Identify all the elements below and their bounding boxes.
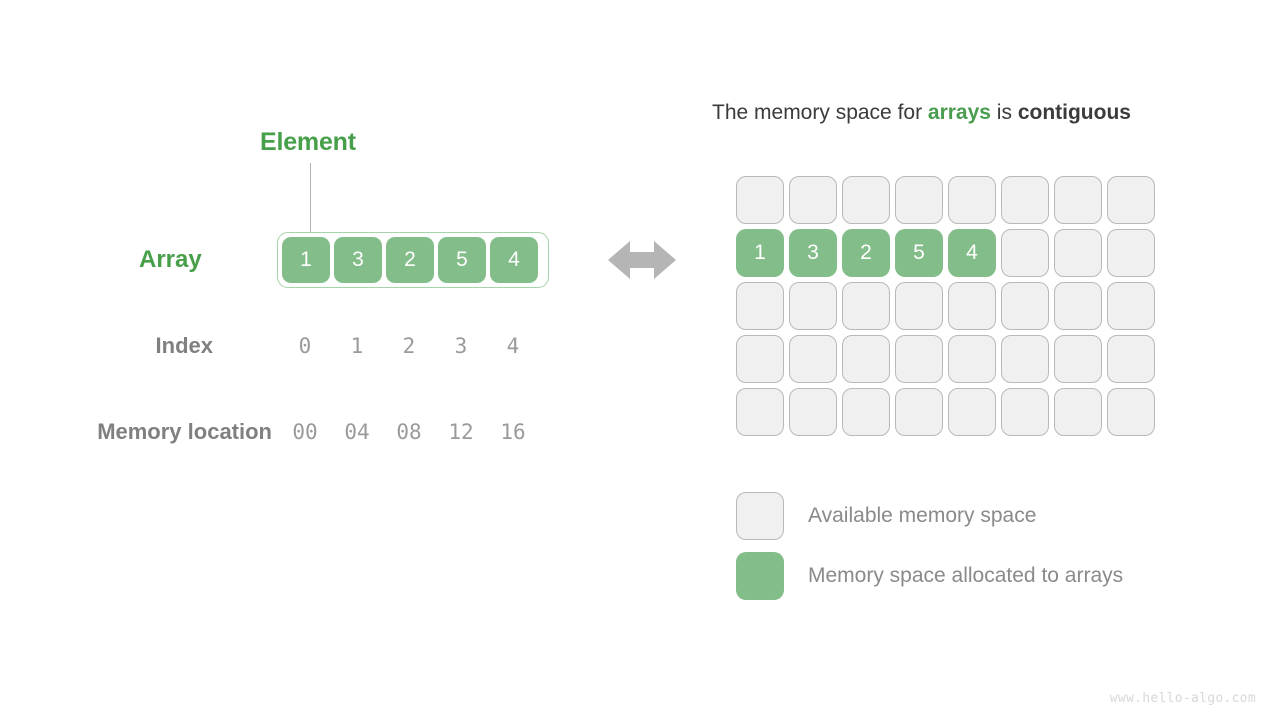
memory-cell-allocated: 2 bbox=[842, 229, 890, 277]
legend-swatch-available bbox=[736, 492, 784, 540]
memory-space-panel: The memory space for arrays is contiguou… bbox=[600, 0, 1280, 720]
memory-cell bbox=[895, 388, 943, 436]
memory-cell-allocated: 4 bbox=[948, 229, 996, 277]
memory-cell bbox=[948, 176, 996, 224]
legend-item-available: Available memory space bbox=[736, 492, 1123, 540]
array-cell: 2 bbox=[386, 237, 434, 283]
element-leader-line bbox=[310, 163, 311, 237]
memory-cell bbox=[948, 282, 996, 330]
legend-label-available: Available memory space bbox=[808, 504, 1037, 527]
legend-swatch-allocated bbox=[736, 552, 784, 600]
memory-location-value: 00 bbox=[292, 420, 318, 444]
memory-cell bbox=[1054, 388, 1102, 436]
index-value: 4 bbox=[506, 334, 520, 358]
memory-cell bbox=[1001, 176, 1049, 224]
memory-cell-allocated: 3 bbox=[789, 229, 837, 277]
memory-location-value: 04 bbox=[344, 420, 370, 444]
index-value: 2 bbox=[402, 334, 416, 358]
index-values-row: 0 1 2 3 4 bbox=[281, 334, 537, 358]
memory-cell bbox=[842, 176, 890, 224]
memory-location-row-label: Memory location bbox=[97, 419, 272, 444]
memory-cell bbox=[1001, 282, 1049, 330]
memory-cell bbox=[948, 388, 996, 436]
array-cell: 3 bbox=[334, 237, 382, 283]
legend: Available memory space Memory space allo… bbox=[736, 492, 1123, 612]
memory-cell bbox=[895, 176, 943, 224]
array-row-label: Array bbox=[139, 246, 202, 273]
memory-cell bbox=[842, 388, 890, 436]
memory-cell-allocated: 1 bbox=[736, 229, 784, 277]
title-text-part1: The memory space for bbox=[712, 101, 928, 124]
memory-cell bbox=[736, 335, 784, 383]
array-cell: 4 bbox=[490, 237, 538, 283]
memory-cell bbox=[1001, 388, 1049, 436]
array-container: 1 3 2 5 4 bbox=[277, 232, 549, 288]
memory-cell bbox=[736, 388, 784, 436]
memory-cell bbox=[948, 335, 996, 383]
memory-location-value: 16 bbox=[500, 420, 526, 444]
memory-cell bbox=[842, 282, 890, 330]
index-value: 3 bbox=[454, 334, 468, 358]
memory-cell bbox=[895, 282, 943, 330]
index-row-label: Index bbox=[155, 333, 213, 358]
array-cell: 5 bbox=[438, 237, 486, 283]
index-value: 0 bbox=[298, 334, 312, 358]
memory-cell bbox=[1054, 176, 1102, 224]
memory-cell bbox=[1107, 176, 1155, 224]
memory-cell bbox=[1107, 282, 1155, 330]
memory-cell bbox=[736, 176, 784, 224]
memory-cell bbox=[789, 282, 837, 330]
memory-cell bbox=[1107, 388, 1155, 436]
watermark: www.hello-algo.com bbox=[1109, 691, 1256, 706]
memory-cell bbox=[895, 335, 943, 383]
index-value: 1 bbox=[350, 334, 364, 358]
memory-location-value: 12 bbox=[448, 420, 474, 444]
memory-cell bbox=[1001, 335, 1049, 383]
memory-cell bbox=[1107, 335, 1155, 383]
title-text-arrays: arrays bbox=[927, 101, 991, 124]
memory-cell bbox=[842, 335, 890, 383]
memory-cell-allocated: 5 bbox=[895, 229, 943, 277]
memory-cell bbox=[1054, 335, 1102, 383]
memory-cell bbox=[1001, 229, 1049, 277]
memory-cell bbox=[789, 335, 837, 383]
array-diagram-panel: Element Array 1 3 2 5 4 Index 0 1 2 3 4 … bbox=[0, 0, 600, 720]
double-arrow-icon bbox=[608, 233, 676, 287]
title-text-contiguous: contiguous bbox=[1017, 101, 1131, 124]
title-text-part2: is bbox=[990, 101, 1018, 124]
memory-cell bbox=[1054, 282, 1102, 330]
array-cell: 1 bbox=[282, 237, 330, 283]
legend-label-allocated: Memory space allocated to arrays bbox=[808, 564, 1124, 587]
memory-grid: 1 3 2 5 4 bbox=[736, 176, 1155, 436]
memory-cell bbox=[1054, 229, 1102, 277]
memory-location-values-row: 00 04 08 12 16 bbox=[281, 420, 537, 444]
memory-panel-title: The memory space for arrays is contiguou… bbox=[712, 101, 1131, 125]
legend-item-allocated: Memory space allocated to arrays bbox=[736, 552, 1123, 600]
memory-cell bbox=[736, 282, 784, 330]
memory-location-value: 08 bbox=[396, 420, 422, 444]
memory-cell bbox=[1107, 229, 1155, 277]
element-callout-label: Element bbox=[260, 128, 356, 156]
memory-cell bbox=[789, 176, 837, 224]
memory-cell bbox=[789, 388, 837, 436]
